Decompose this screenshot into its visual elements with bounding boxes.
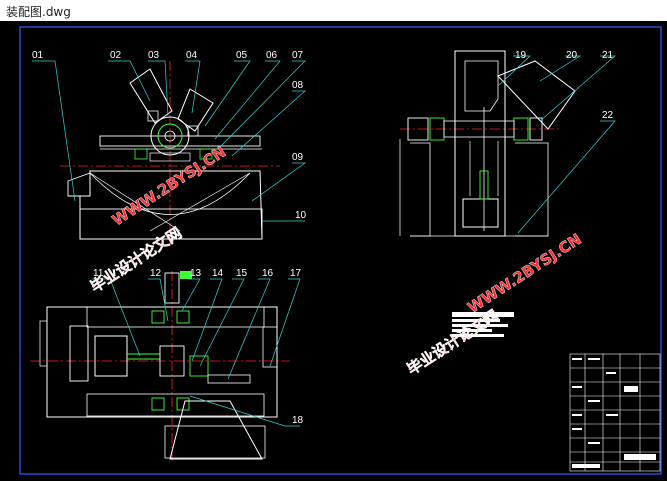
part-label-02: 02 <box>110 50 122 61</box>
front-view <box>32 60 307 246</box>
part-label-09: 09 <box>292 152 304 163</box>
part-label-18: 18 <box>292 415 304 426</box>
watermark-url-1: WWW.2BYSJ.CN <box>109 143 229 230</box>
part-label-12: 12 <box>150 268 162 279</box>
part-label-16: 16 <box>262 268 274 279</box>
title-block <box>569 353 661 472</box>
part-label-15: 15 <box>236 268 248 279</box>
watermark-cn-2: 毕业设计论文网 <box>404 306 502 378</box>
cad-drawing: 01 02 03 04 05 06 07 08 09 10 11 12 13 1… <box>19 26 662 475</box>
watermark-2: 毕业设计论文网 <box>87 224 185 297</box>
drawing-canvas[interactable]: 01 02 03 04 05 06 07 08 09 10 11 12 13 1… <box>0 21 667 481</box>
title-bar: 装配图.dwg <box>0 0 667 22</box>
part-label-10: 10 <box>295 210 307 221</box>
part-label-20: 20 <box>566 50 578 61</box>
part-label-01: 01 <box>32 50 44 61</box>
part-label-19: 19 <box>515 50 527 61</box>
watermark-4: 毕业设计论文网 <box>404 306 502 379</box>
watermark-3: WWW.2BYSJ.CN <box>464 230 585 317</box>
part-label-21: 21 <box>602 50 614 61</box>
watermark-url-2: WWW.2BYSJ.CN <box>464 230 584 317</box>
part-label-07: 07 <box>292 50 304 61</box>
part-label-17: 17 <box>290 268 302 279</box>
notes-block <box>452 312 514 337</box>
part-label-06: 06 <box>266 50 278 61</box>
title-block-fill <box>572 358 656 468</box>
top-view <box>30 271 301 461</box>
drawing-border <box>19 26 662 475</box>
part-label-03: 03 <box>148 50 160 61</box>
part-label-22: 22 <box>602 110 614 121</box>
side-view <box>399 50 616 237</box>
part-label-13: 13 <box>190 268 202 279</box>
window-title: 装配图.dwg <box>6 5 71 19</box>
part-label-14: 14 <box>212 268 224 279</box>
part-label-05: 05 <box>236 50 248 61</box>
watermark-1: WWW.2BYSJ.CN <box>109 142 230 230</box>
part-label-04: 04 <box>186 50 198 61</box>
watermark-cn-1: 毕业设计论文网 <box>87 224 185 296</box>
part-label-11: 11 <box>93 268 104 279</box>
part-label-08: 08 <box>292 80 304 91</box>
